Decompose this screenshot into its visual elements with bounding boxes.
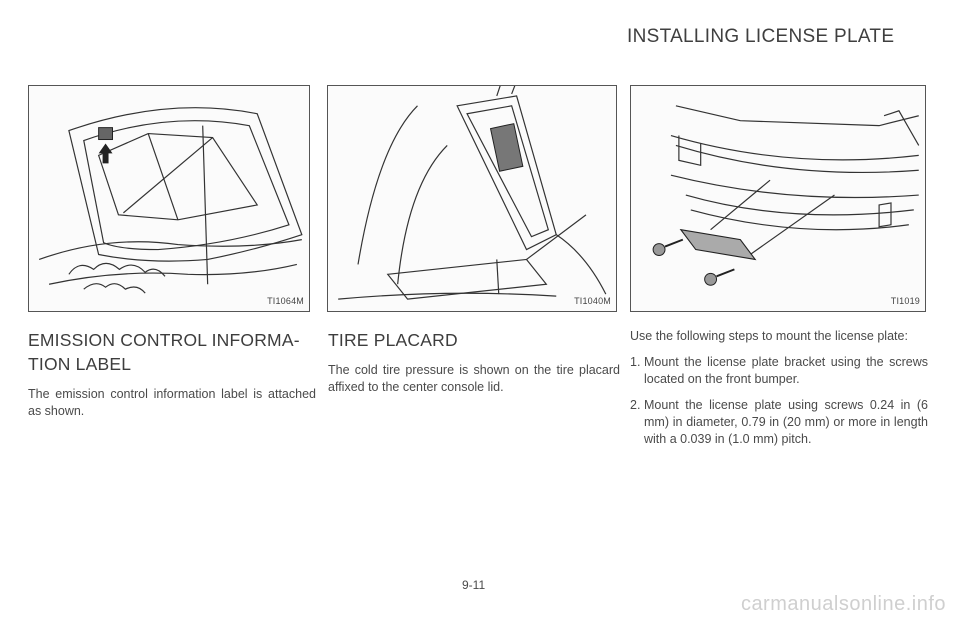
emission-body: The emission control information label i… — [28, 387, 316, 418]
console-illustration — [338, 86, 607, 300]
license-plate-figure: TI1019 — [630, 85, 926, 312]
emission-heading: EMISSION CONTROL INFORMA- TION LABEL — [28, 330, 300, 374]
section-heading: INSTALLING LICENSE PLATE — [627, 26, 895, 47]
figure-code: TI1064M — [267, 296, 304, 306]
plate-section: Use the following steps to mount the lic… — [630, 328, 928, 457]
step-text: Mount the license plate bracket using th… — [644, 355, 928, 386]
bumper-illustration — [652, 105, 920, 286]
tire-heading: TIRE PLACARD — [328, 330, 458, 350]
watermark: carmanualsonline.info — [740, 593, 946, 615]
tire-placard-figure: TI1040M — [327, 85, 617, 312]
plate-step: 1. Mount the license plate bracket using… — [630, 354, 928, 388]
emission-section: EMISSION CONTROL INFORMA- TION LABEL The… — [28, 328, 316, 420]
step-number: 2. — [630, 398, 641, 412]
figure-code: TI1019 — [890, 296, 920, 306]
figure-code: TI1040M — [574, 296, 611, 306]
tire-section: TIRE PLACARD The cold tire pressure is s… — [328, 328, 620, 396]
emission-label-figure: TI1064M — [28, 85, 310, 312]
page-number: 9-11 — [462, 578, 486, 592]
hood-illustration — [38, 107, 303, 294]
plate-intro: Use the following steps to mount the lic… — [630, 329, 908, 343]
tire-body: The cold tire pressure is shown on the t… — [328, 363, 620, 394]
plate-step: 2. Mount the license plate using screws … — [630, 397, 928, 448]
step-number: 1. — [630, 355, 641, 369]
step-text: Mount the license plate using screws 0.2… — [644, 398, 928, 446]
